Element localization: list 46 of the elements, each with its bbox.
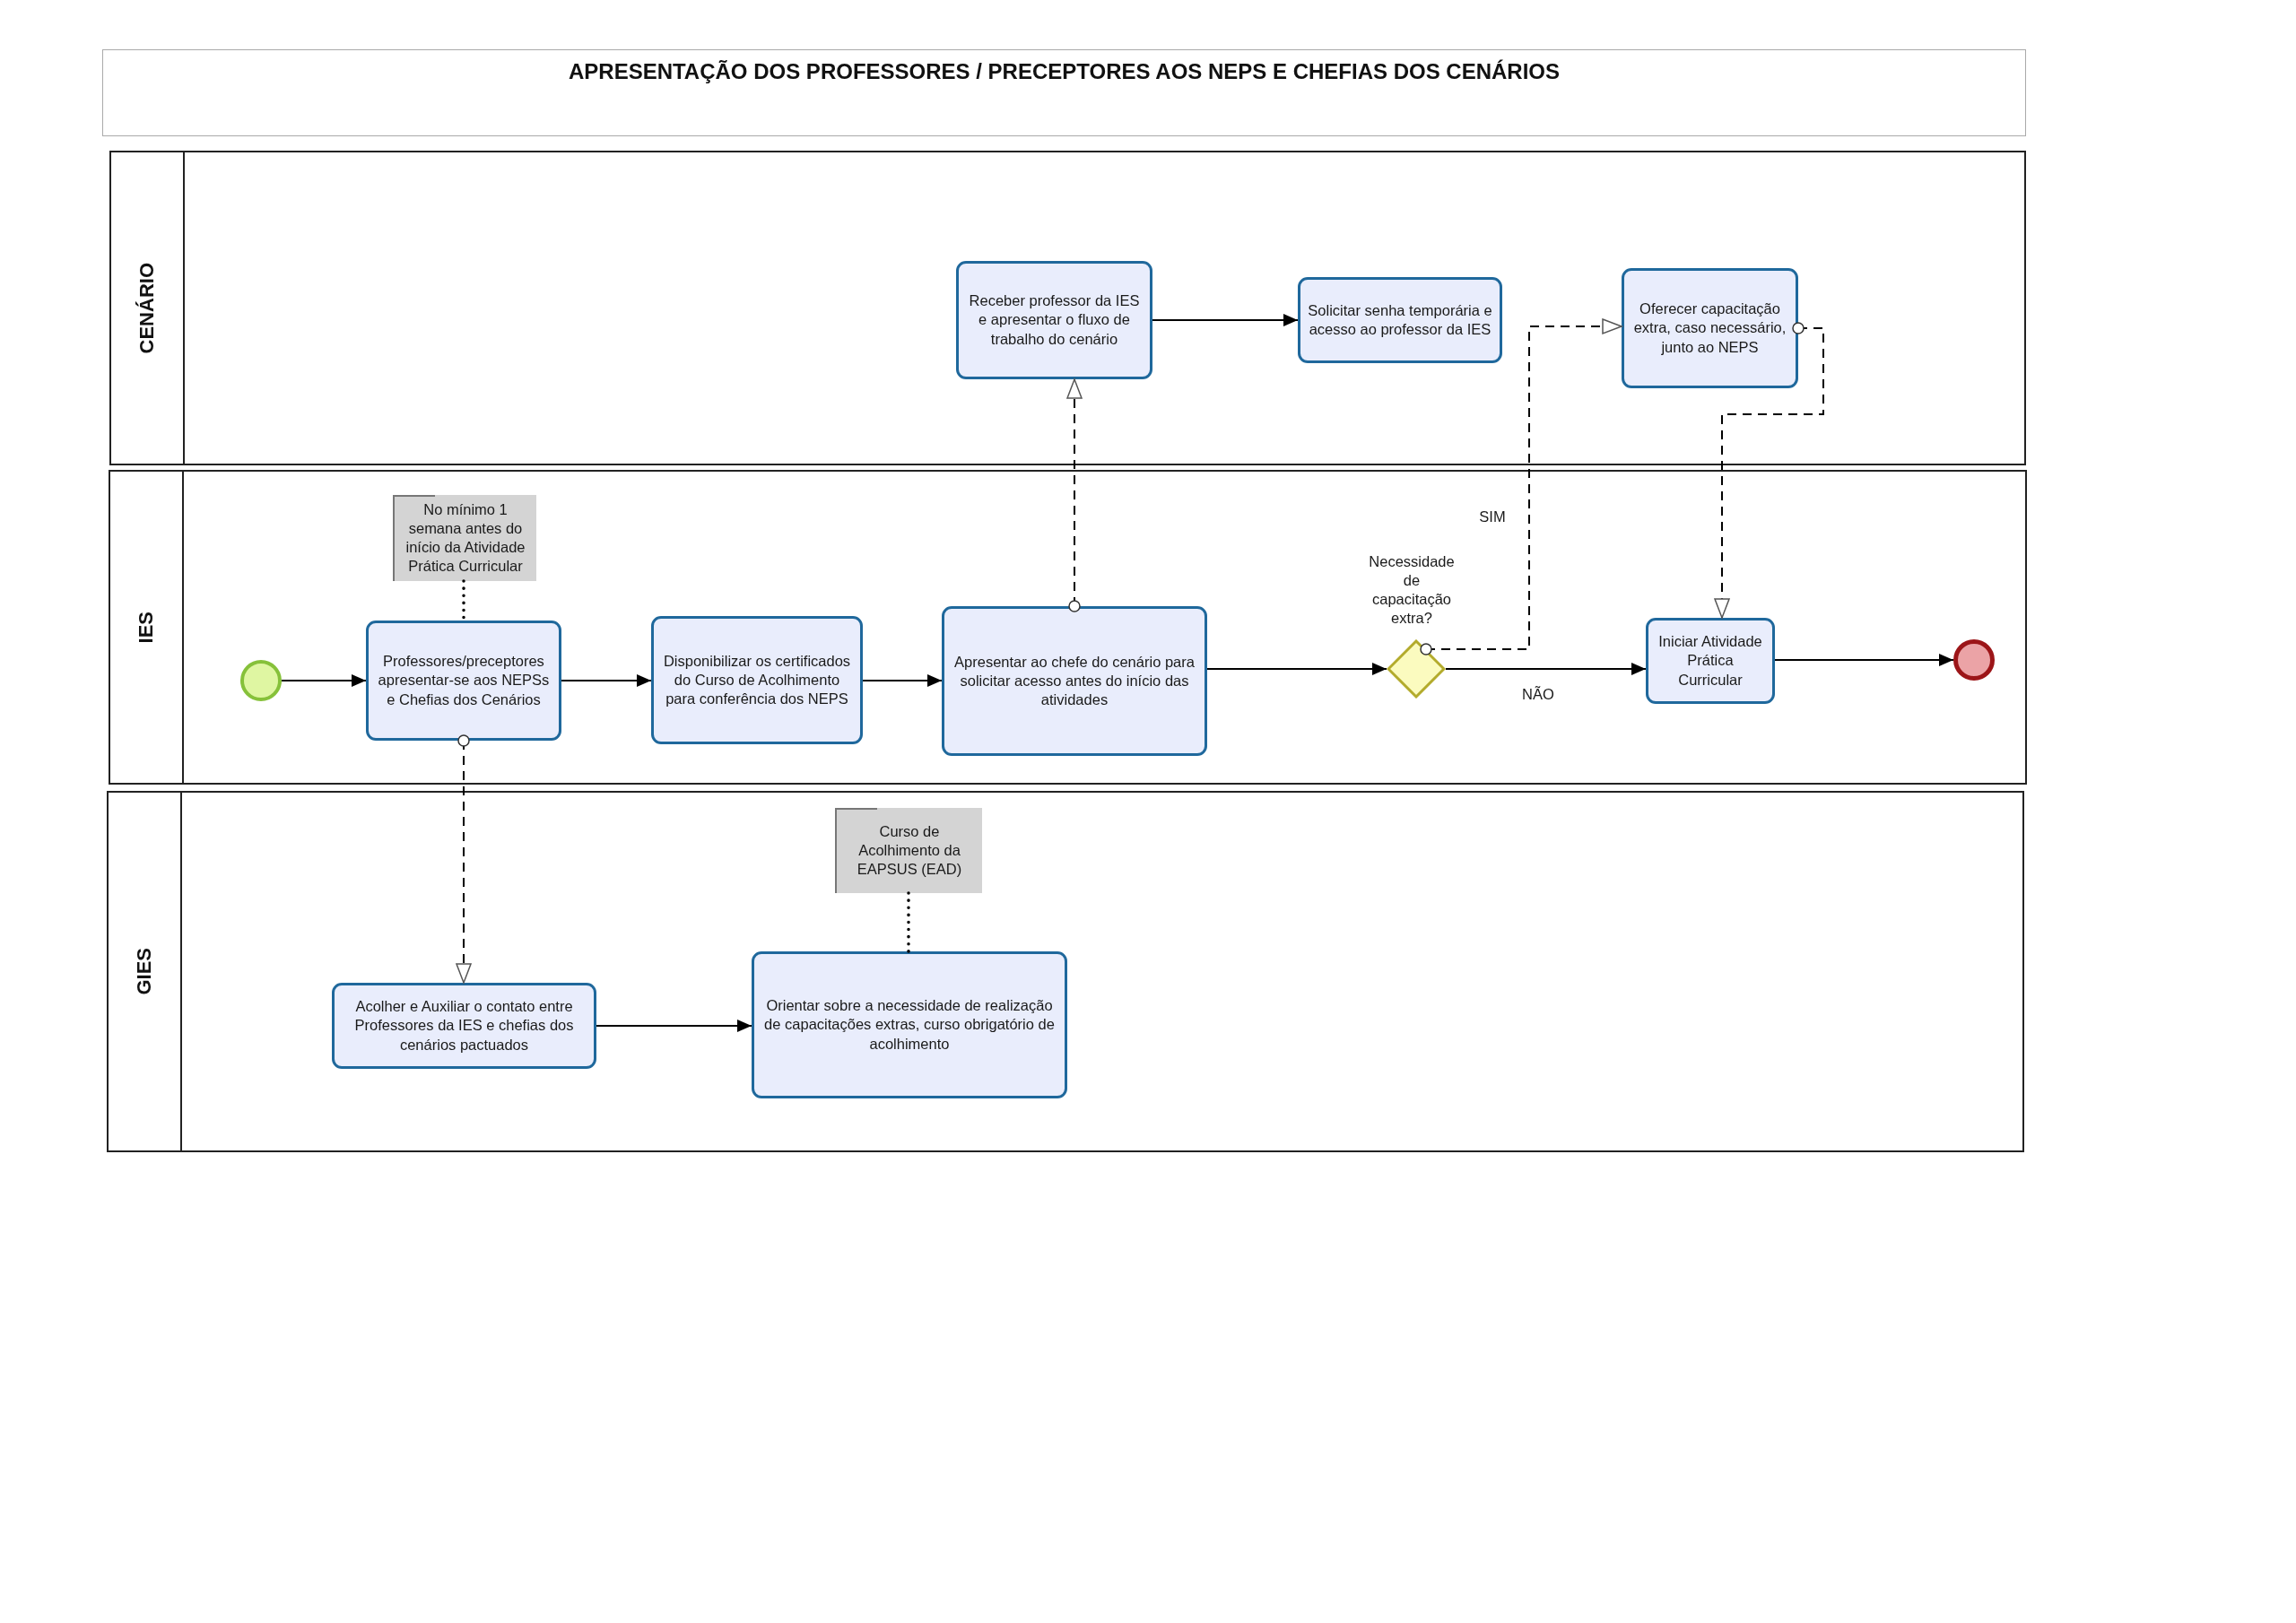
dashed-arrow <box>456 734 472 984</box>
arrow <box>1152 314 1299 326</box>
arrow <box>561 674 652 687</box>
dashed-arrow <box>1066 378 1083 612</box>
arrow <box>596 1020 752 1032</box>
task-label: Apresentar ao chefe do cenário para solicitar acesso antes do início das atividades <box>953 652 1196 710</box>
arrow <box>1206 663 1387 675</box>
gateway-label: Necessidade de capacitação extra? <box>1368 552 1456 629</box>
arrow <box>862 674 943 687</box>
note-text: No mínimo 1 semana antes do início da Atividade Prática Curricular <box>404 499 526 577</box>
task-label: Solicitar senha temporária e acesso ao professor da IES <box>1307 300 1493 339</box>
arrow <box>1445 663 1647 675</box>
task-label: Oferecer capacitação extra, caso necessário, junto ao NEPS <box>1632 299 1787 357</box>
lane-label: GIES <box>133 948 156 995</box>
task-box <box>651 616 863 744</box>
lane-label: IES <box>135 611 158 644</box>
task-label: Orientar sobre a necessidade de realização de capacitações extras, curso obrigatório de acolhimento <box>763 996 1056 1054</box>
swimlane <box>107 791 2024 1152</box>
task-label: Professores/preceptores apresentar-se aos NEPSs e Chefias dos Cenários <box>377 652 551 709</box>
lane-label: CENÁRIO <box>135 262 159 354</box>
dashed-arrow <box>1714 322 1824 619</box>
task-box <box>1622 268 1798 388</box>
arrow <box>1774 654 1954 666</box>
task-box <box>366 621 561 741</box>
swimlane <box>109 470 2027 785</box>
task-label: Disponibilizar os certificados do Curso de Acolhimento para conferência dos NEPS <box>662 651 852 709</box>
dotted-association-line <box>907 891 910 953</box>
diagram-title: APRESENTAÇÃO DOS PROFESSORES / PRECEPTORES AOS NEPS E CHEFIAS DOS CENÁRIOS <box>567 59 1561 84</box>
task-box <box>956 261 1152 379</box>
dashed-arrow <box>1420 318 1622 655</box>
task-label: Acolher e Auxiliar o contato entre Professores da IES e chefias dos cenários pactuados <box>353 997 575 1055</box>
task-label: Iniciar Atividade Prática Curricular <box>1657 632 1763 690</box>
task-label: Receber professor da IES e apresentar o fluxo de trabalho do cenário <box>968 291 1141 349</box>
task-box <box>942 606 1207 756</box>
start-event-circle <box>240 660 282 701</box>
task-box <box>752 951 1067 1098</box>
annotation-note <box>835 808 982 893</box>
task-box <box>332 983 596 1069</box>
annotation-note <box>393 495 536 581</box>
task-box <box>1646 618 1775 704</box>
note-text: Curso de Acolhimento da EAPSUS (EAD) <box>856 821 963 880</box>
task-box <box>1298 277 1502 363</box>
decision-diamond <box>1387 639 1446 699</box>
end-event-circle <box>1953 639 1995 681</box>
swimlane <box>109 151 2026 465</box>
arrow <box>281 674 367 687</box>
